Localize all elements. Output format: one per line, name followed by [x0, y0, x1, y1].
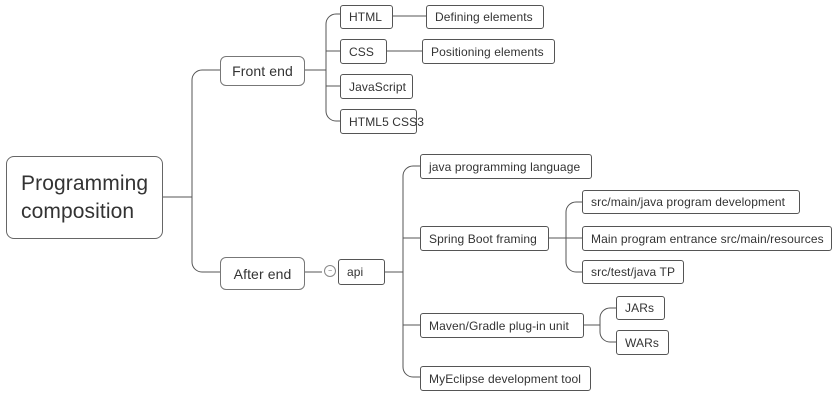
html5-css3-label: HTML5 CSS3 — [349, 114, 425, 129]
collapse-toggle-icon[interactable]: − — [324, 265, 336, 277]
html-detail-node[interactable]: Defining elements — [426, 5, 544, 29]
spring-boot-node[interactable]: Spring Boot framing — [420, 226, 549, 251]
myeclipse-node[interactable]: MyEclipse development tool — [420, 366, 591, 391]
connector-spring-boot — [549, 201, 582, 273]
maven-gradle-node[interactable]: Maven/Gradle plug-in unit — [420, 313, 584, 338]
root-node[interactable]: Programming composition — [6, 156, 163, 239]
connector-api — [385, 165, 420, 378]
connector-root — [163, 69, 220, 273]
css-label: CSS — [349, 44, 374, 59]
java-language-node[interactable]: java programming language — [420, 154, 592, 179]
main-program-entrance-label: Main program entrance src/main/resources — [591, 231, 824, 246]
after-end-label: After end — [233, 265, 292, 282]
html-node[interactable]: HTML — [340, 5, 393, 29]
jars-label: JARs — [625, 301, 655, 315]
css-node[interactable]: CSS — [340, 39, 387, 64]
html5-css3-node[interactable]: HTML5 CSS3 — [340, 109, 424, 134]
jars-node[interactable]: JARs — [616, 296, 665, 320]
wars-node[interactable]: WARs — [616, 330, 669, 355]
api-node[interactable]: api — [338, 259, 385, 285]
myeclipse-label: MyEclipse development tool — [429, 371, 582, 386]
wars-label: WARs — [625, 335, 659, 350]
html-detail-label: Defining elements — [435, 10, 533, 24]
front-end-node[interactable]: Front end — [220, 56, 305, 86]
src-test-java-node[interactable]: src/test/java TP — [582, 260, 684, 284]
connector-front-end — [305, 13, 340, 122]
src-main-java-node[interactable]: src/main/java program development — [582, 190, 800, 214]
css-detail-label: Positioning elements — [431, 44, 544, 59]
connector-maven — [584, 307, 616, 343]
css-detail-node[interactable]: Positioning elements — [422, 39, 555, 64]
src-test-java-label: src/test/java TP — [591, 265, 676, 279]
front-end-label: Front end — [232, 63, 293, 79]
main-program-entrance-node[interactable]: Main program entrance src/main/resources — [582, 226, 832, 251]
after-end-node[interactable]: After end — [220, 257, 305, 290]
api-label: api — [347, 265, 364, 279]
spring-boot-label: Spring Boot framing — [429, 231, 537, 246]
root-label: Programming composition — [21, 171, 149, 223]
java-language-label: java programming language — [429, 159, 581, 174]
javascript-node[interactable]: JavaScript — [340, 74, 413, 99]
html-label: HTML — [349, 10, 383, 24]
javascript-label: JavaScript — [349, 79, 407, 94]
src-main-java-label: src/main/java program development — [591, 195, 786, 209]
maven-gradle-label: Maven/Gradle plug-in unit — [429, 318, 569, 333]
